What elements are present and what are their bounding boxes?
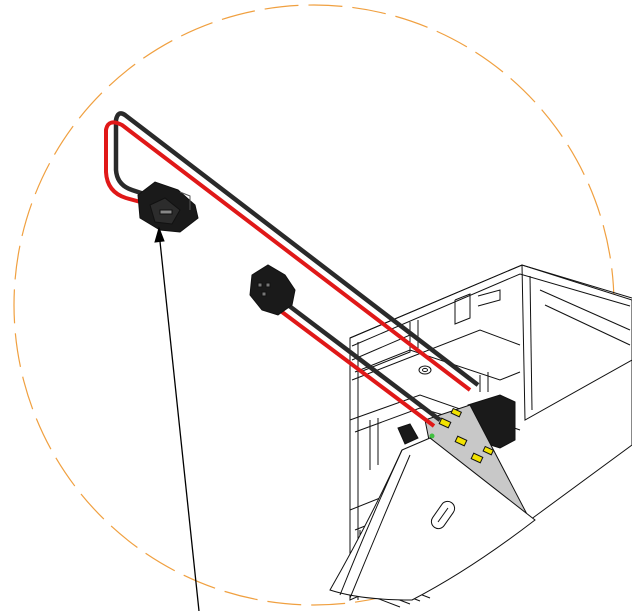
cover-slot-line <box>437 507 449 523</box>
connector-male-pin-2 <box>265 282 271 288</box>
led-chip-2 <box>454 435 468 447</box>
connector-male-pin-1 <box>257 282 263 288</box>
led-chip-5 <box>482 445 495 456</box>
profile-right-inner <box>529 275 533 411</box>
profile-right-face <box>521 264 632 421</box>
cover-end-clip <box>397 423 419 445</box>
diffuser-cover <box>329 423 536 601</box>
screw-hole-inner <box>422 367 428 373</box>
leader-arrowhead <box>154 226 165 243</box>
connector-female-tab <box>179 191 191 210</box>
diffuser-cover-edge-2 <box>349 454 411 599</box>
wire-pair-short <box>280 303 442 428</box>
connector-female-slot <box>159 209 173 215</box>
wire-long-black <box>113 111 480 387</box>
profile-diagonal-2 <box>544 304 631 346</box>
connector-male-pin-3 <box>261 291 267 297</box>
led-chip-3 <box>470 452 484 464</box>
leader-line <box>158 231 200 611</box>
profile-top-lip <box>351 273 631 347</box>
wire-long-red <box>104 120 472 392</box>
wire-short-red <box>280 310 436 428</box>
wire-short-black <box>286 303 442 422</box>
connector-female <box>137 181 199 233</box>
profile-diagonal-1 <box>539 289 631 331</box>
connector-male <box>249 264 296 316</box>
connector-male-body <box>249 264 296 316</box>
profile-flange-2 <box>477 289 501 307</box>
upper-channel-ledge <box>351 329 521 381</box>
led-indicator <box>429 433 435 439</box>
wire-pair-long <box>104 111 480 392</box>
diffuser-cover-edge <box>339 449 403 596</box>
pointer-line <box>154 226 200 611</box>
led-chip-4 <box>450 407 463 418</box>
profile-flange <box>454 293 471 325</box>
led-chip-1 <box>438 417 452 429</box>
